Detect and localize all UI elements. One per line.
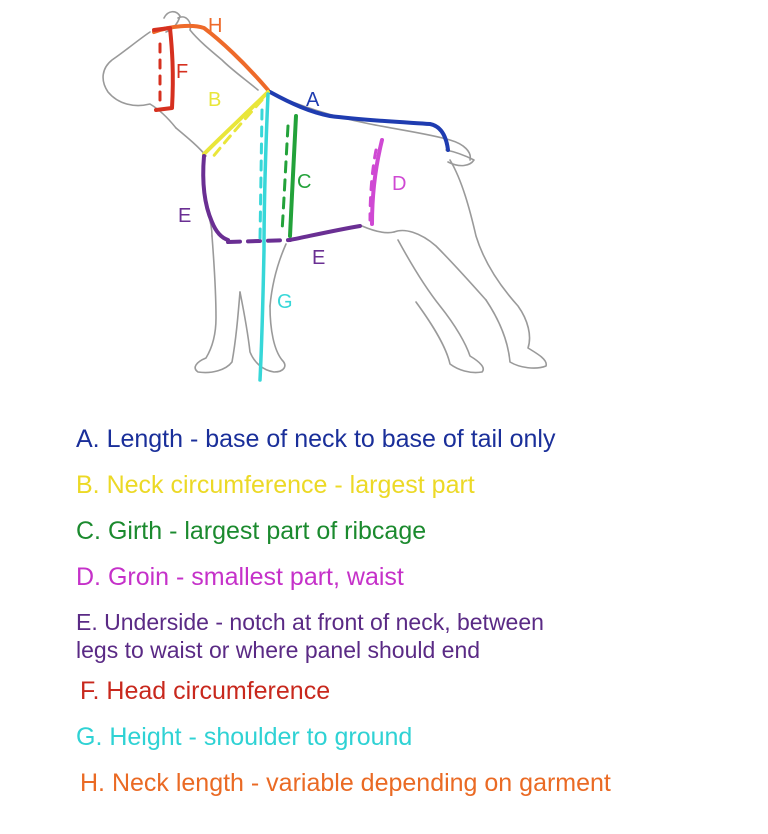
callout-e-belly: E [312, 247, 325, 269]
legend-underside-line1: E. Underside - notch at front of neck, b… [76, 609, 544, 635]
legend-item-head-circumference: F. Head circumference [80, 676, 766, 706]
measurement-lines [154, 26, 448, 380]
line-g-dash [260, 110, 262, 240]
legend-item-length: A. Length - base of neck to base of tail… [76, 424, 766, 454]
legend-item-girth: C. Girth - largest part of ribcage [76, 516, 766, 546]
line-f [154, 28, 173, 110]
measurement-legend: A. Length - base of neck to base of tail… [76, 424, 766, 814]
callout-d: D [392, 173, 406, 195]
callout-b: B [208, 89, 221, 111]
legend-item-groin: D. Groin - smallest part, waist [76, 562, 766, 592]
dog-measurement-diagram: H F B A C D E E G [0, 0, 768, 400]
callout-e-front: E [178, 205, 191, 227]
callout-a: A [306, 89, 320, 111]
legend-underside-line2: legs to waist or where panel should end [76, 636, 766, 664]
callout-f: F [176, 61, 188, 83]
line-c [290, 116, 296, 236]
legend-item-underside: E. Underside - notch at front of neck, b… [76, 608, 766, 664]
line-e-belly [290, 226, 360, 240]
line-e-front [203, 156, 228, 240]
callout-c: C [297, 171, 311, 193]
callout-h: H [208, 15, 222, 37]
legend-item-neck-circumference: B. Neck circumference - largest part [76, 470, 766, 500]
legend-item-neck-length: H. Neck length - variable depending on g… [80, 768, 766, 798]
callout-g: G [277, 291, 293, 313]
line-c-dash [282, 126, 288, 232]
callout-labels: H F B A C D E E G [176, 15, 406, 313]
dog-sketch [103, 12, 546, 373]
line-e-dash [228, 240, 290, 242]
legend-item-height: G. Height - shoulder to ground [76, 722, 766, 752]
